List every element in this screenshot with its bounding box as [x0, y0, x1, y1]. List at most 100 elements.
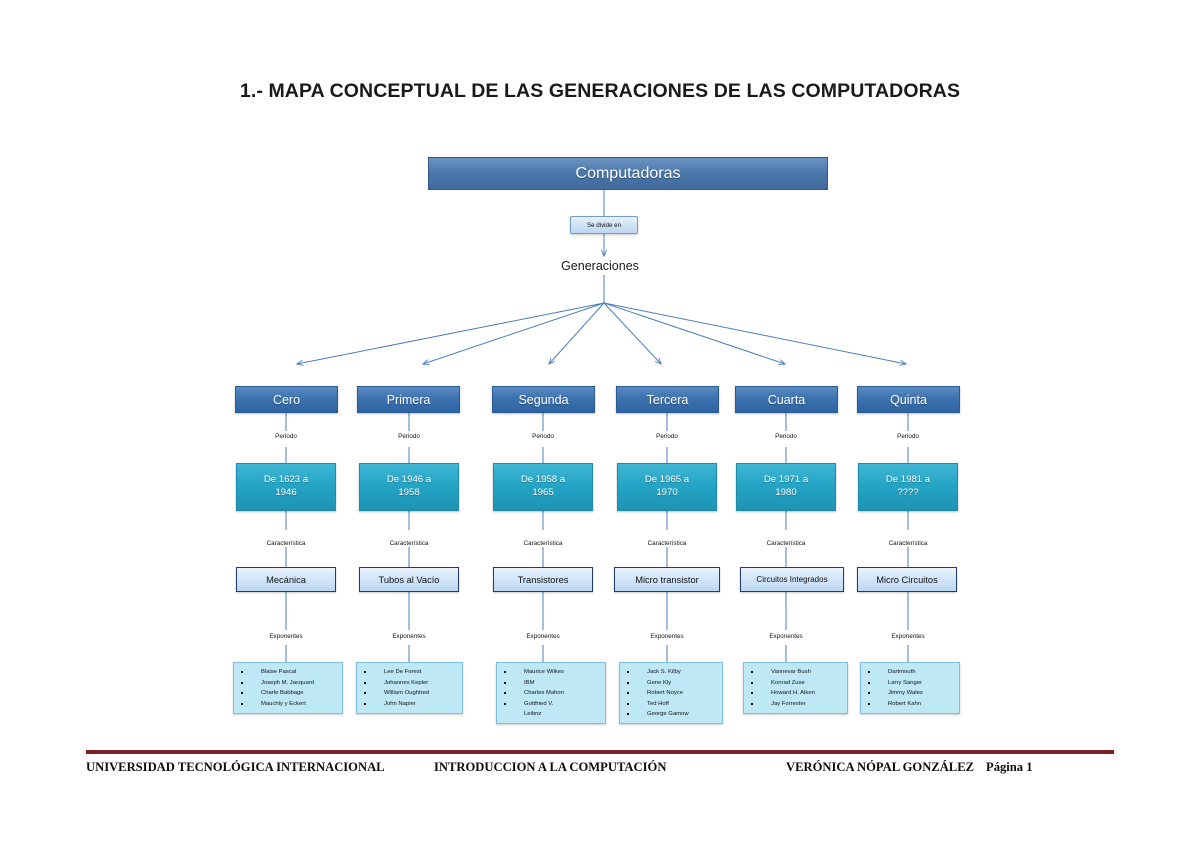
characteristic-box-cuarta[interactable]: Circuitos Integrados	[740, 567, 844, 592]
list-item: Jay Forrester	[749, 699, 844, 710]
list-item: Lee De Forest	[362, 667, 459, 678]
exponents-list: Blaise Pascal Joseph M. Jacquard Charle …	[239, 667, 339, 709]
list-item: Maurice Wilkes	[502, 667, 602, 678]
edge-label-caracteristica-6: Característica	[888, 540, 928, 547]
edge-label-exponentes-3: Exponentes	[526, 633, 560, 640]
list-item: Charles Mahon	[502, 688, 602, 699]
list-item: Charle Babbage	[239, 688, 339, 699]
edge-label-caracteristica-4: Característica	[647, 540, 687, 547]
exponents-box-cuarta[interactable]: Vannevar Bush Konrad Zuse Howard H. Aike…	[743, 662, 848, 714]
period-line-2: 1946	[275, 487, 297, 498]
gen-header-cuarta[interactable]: Cuarta	[735, 386, 838, 413]
exponents-list: Dartmouth Larry Sanger Jimmy Wales Rober…	[866, 667, 956, 709]
list-item: Mauchly y Eckert	[239, 699, 339, 710]
edge-label-periodo-1: Periodo	[275, 433, 297, 440]
se-divide-en-pill[interactable]: Se divide en	[570, 216, 638, 234]
edge-label-periodo-2: Periodo	[398, 433, 420, 440]
se-divide-en-label: Se divide en	[586, 221, 622, 229]
gen-header-tercera[interactable]: Tercera	[616, 386, 719, 413]
gen-header-segunda[interactable]: Segunda	[492, 386, 595, 413]
period-box-tercera[interactable]: De 1965 a 1970	[617, 463, 717, 511]
period-box-cero[interactable]: De 1623 a 1946	[236, 463, 336, 511]
exponents-box-primera[interactable]: Lee De Forest Johannes Kepler William Ou…	[356, 662, 463, 714]
list-item: Blaise Pascal	[239, 667, 339, 678]
list-item: Robert Noyce	[625, 688, 719, 699]
root-node-label: Computadoras	[575, 164, 681, 182]
exponents-box-quinta[interactable]: Dartmouth Larry Sanger Jimmy Wales Rober…	[860, 662, 960, 714]
footer-author: VERÓNICA NÓPAL GONZÁLEZ	[786, 760, 975, 774]
edge-label-periodo-3: Periodo	[532, 433, 554, 440]
list-item: Jack S. Kilby	[625, 667, 719, 678]
period-line-2: 1980	[775, 487, 797, 498]
period-line-2: 1965	[532, 487, 554, 498]
period-line-1: De 1946 a	[386, 474, 432, 486]
period-line-1: De 1971 a	[763, 474, 809, 486]
list-item: Robert Kahn	[866, 699, 956, 710]
list-item: Larry Sanger	[866, 678, 956, 689]
list-item: Dartmouth	[866, 667, 956, 678]
footer-divider	[86, 750, 1114, 754]
gen-header-cero[interactable]: Cero	[235, 386, 338, 413]
exponents-list: Maurice Wilkes IBM Charles Mahon Gottfri…	[502, 667, 602, 720]
period-box-cuarta[interactable]: De 1971 a 1980	[736, 463, 836, 511]
characteristic-box-primera[interactable]: Tubos al Vacío	[359, 567, 459, 592]
list-item: William Oughtred	[362, 688, 459, 699]
list-item: Johannes Kepler	[362, 678, 459, 689]
gen-header-label: Segunda	[518, 392, 569, 407]
footer-course: INTRODUCCION A LA COMPUTACIÓN	[434, 760, 667, 774]
period-box-segunda[interactable]: De 1958 a 1965	[493, 463, 593, 511]
page-title: 1.- MAPA CONCEPTUAL DE LAS GENERACIONES …	[239, 80, 961, 102]
edge-label-periodo-5: Periodo	[775, 433, 797, 440]
characteristic-box-tercera[interactable]: Micro transistor	[614, 567, 720, 592]
exponents-box-tercera[interactable]: Jack S. Kilby Gene Kly Robert Noyce Ted …	[619, 662, 723, 724]
period-line-2: 1958	[398, 487, 420, 498]
list-item: Joseph M. Jacquard	[239, 678, 339, 689]
edge-label-caracteristica-5: Característica	[766, 540, 806, 547]
characteristic-label: Micro transistor	[635, 574, 699, 585]
characteristic-label: Micro Circuitos	[876, 574, 938, 585]
characteristic-box-quinta[interactable]: Micro Circuitos	[857, 567, 957, 592]
characteristic-box-cero[interactable]: Mecánica	[236, 567, 336, 592]
edge-label-exponentes-5: Exponentes	[769, 633, 803, 640]
period-line-1: De 1623 a	[263, 474, 309, 486]
period-box-primera[interactable]: De 1946 a 1958	[359, 463, 459, 511]
characteristic-label: Circuitos Integrados	[756, 575, 828, 584]
generaciones-label: Generaciones	[561, 259, 639, 273]
exponents-box-segunda[interactable]: Maurice Wilkes IBM Charles Mahon Gottfri…	[496, 662, 606, 724]
exponents-list: Lee De Forest Johannes Kepler William Ou…	[362, 667, 459, 709]
edge-label-periodo-6: Periodo	[897, 433, 919, 440]
edge-label-caracteristica-2: Característica	[389, 540, 429, 547]
edge-label-caracteristica-3: Característica	[523, 540, 563, 547]
gen-header-label: Primera	[386, 392, 431, 407]
gen-header-primera[interactable]: Primera	[357, 386, 460, 413]
edge-label-periodo-4: Periodo	[656, 433, 678, 440]
characteristic-box-segunda[interactable]: Transistores	[493, 567, 593, 592]
exponents-list: Vannevar Bush Konrad Zuse Howard H. Aike…	[749, 667, 844, 709]
gen-header-label: Quinta	[890, 392, 927, 407]
period-line-1: De 1965 a	[644, 474, 690, 486]
edge-label-exponentes-2: Exponentes	[392, 633, 426, 640]
list-item: Gottfried V.	[502, 699, 602, 710]
edge-label-exponentes-1: Exponentes	[269, 633, 303, 640]
exponents-box-cero[interactable]: Blaise Pascal Joseph M. Jacquard Charle …	[233, 662, 343, 714]
period-line-1: De 1981 a	[885, 474, 931, 486]
period-line-2: 1970	[656, 487, 678, 498]
characteristic-label: Mecánica	[266, 574, 306, 585]
exponents-list: Jack S. Kilby Gene Kly Robert Noyce Ted …	[625, 667, 719, 720]
list-item: Konrad Zuse	[749, 678, 844, 689]
edge-label-caracteristica-1: Característica	[266, 540, 306, 547]
characteristic-label: Tubos al Vacío	[378, 574, 440, 585]
gen-header-quinta[interactable]: Quinta	[857, 386, 960, 413]
footer-university: UNIVERSIDAD TECNOLÓGICA INTERNACIONAL	[86, 760, 385, 774]
root-node-computadoras[interactable]: Computadoras	[428, 157, 828, 190]
period-line-1: De 1958 a	[520, 474, 566, 486]
list-item: Vannevar Bush	[749, 667, 844, 678]
list-item: Ted Hoff	[625, 699, 719, 710]
list-item-continuation: Leibnz	[524, 711, 542, 717]
list-item: Jimmy Wales	[866, 688, 956, 699]
edge-label-exponentes-6: Exponentes	[891, 633, 925, 640]
period-box-quinta[interactable]: De 1981 a ????	[858, 463, 958, 511]
list-item: Howard H. Aiken	[749, 688, 844, 699]
gen-header-label: Cero	[272, 392, 301, 407]
